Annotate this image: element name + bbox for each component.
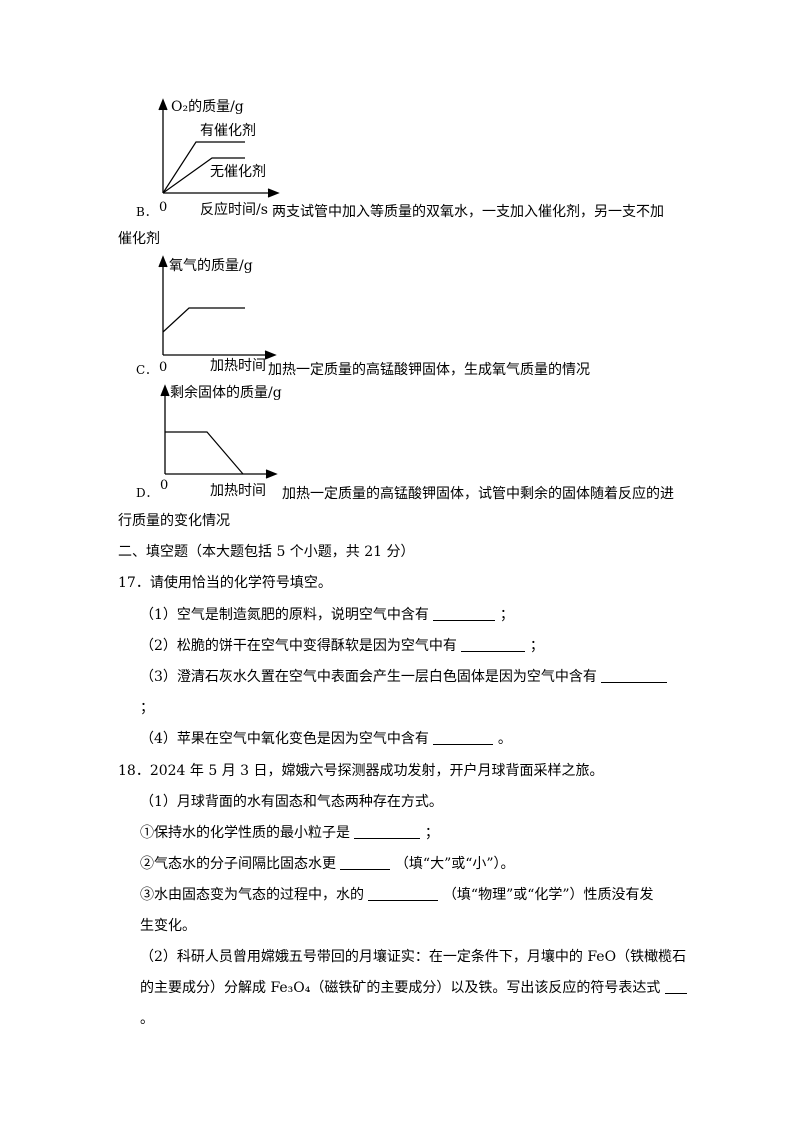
q18-sub3: ③水由固态变为气态的过程中，水的 （填“物理”或“化学”）性质没有发 [140, 884, 654, 904]
q17-stem: 17．请使用恰当的化学符号填空。 [118, 575, 332, 591]
option-c-letter: C． [136, 363, 158, 377]
q17-part3: （3）澄清石灰水久置在空气中表面会产生一层白色固体是因为空气中含有 [140, 666, 668, 686]
q17-part2-text: （2）松脆的饼干在空气中变得酥软是因为空气中有 [140, 638, 457, 654]
q17-part1-text: （1）空气是制造氮肥的原料，说明空气中含有 [140, 607, 429, 623]
q18-part2-text: 的主要成分）分解成 Fe₃O₄（磁铁矿的主要成分）以及铁。写出该反应的符号表达式 [140, 980, 661, 996]
q18-answer-blank-1[interactable] [354, 824, 421, 839]
q18-sub1-end: ； [424, 825, 439, 841]
q17-part1: （1）空气是制造氮肥的原料，说明空气中含有 ； [140, 604, 514, 624]
graph-b-ylabel: O₂的质量/g [171, 99, 244, 115]
graph-b-axes [158, 98, 280, 198]
graph-c-origin: 0 [159, 360, 167, 375]
option-d-letter: D． [136, 486, 158, 500]
graph-d-xlabel: 加热时间 [210, 483, 266, 499]
q18-part2-line2: 的主要成分）分解成 Fe₃O₄（磁铁矿的主要成分）以及铁。写出该反应的符号表达式 [140, 977, 687, 997]
graph-b-origin: 0 [159, 200, 167, 215]
q18-sub2: ②气态水的分子间隔比固态水更 （填“大”或“小”）。 [140, 853, 515, 873]
q17-part4-end: 。 [497, 731, 512, 747]
graph-d-ylabel: 剩余固体的质量/g [170, 384, 282, 401]
q17-answer-blank-3[interactable] [601, 668, 668, 683]
graph-c-ylabel: 氧气的质量/g [169, 258, 253, 274]
option-b-text: 两支试管中加入等质量的双氧水，一支加入催化剂，另一支不加 [272, 204, 664, 220]
q18-sub2-text: ②气态水的分子间隔比固态水更 [140, 856, 336, 872]
q17-part4-text: （4）苹果在空气中氧化变色是因为空气中含有 [140, 731, 429, 747]
q17-part4: （4）苹果在空气中氧化变色是因为空气中含有 。 [140, 728, 512, 748]
q18-answer-blank-3[interactable] [368, 886, 439, 901]
q17-answer-blank-1[interactable] [433, 606, 496, 621]
graph-d-axes [160, 384, 278, 479]
graph-b-line-no-catalyst [162, 157, 245, 194]
q18-part1: （1）月球背面的水有固态和气态两种存在方式。 [140, 794, 443, 810]
q18-answer-blank-4[interactable] [664, 979, 687, 994]
q18-sub3-text: ③水由固态变为气态的过程中，水的 [140, 887, 364, 903]
graph-b-line-catalyst [162, 141, 245, 194]
graph-b-series-1-label: 有催化剂 [200, 123, 256, 139]
q18-sub3-end: （填“物理”或“化学”）性质没有发 [442, 887, 654, 903]
q17-part2: （2）松脆的饼干在空气中变得酥软是因为空气中有 ； [140, 635, 544, 655]
graph-c-axes [158, 255, 277, 360]
graph-c-line [162, 307, 245, 333]
option-d-text: 加热一定质量的高锰酸钾固体，试管中剩余的固体随着反应的进 [282, 486, 674, 502]
option-b-text-cont: 催化剂 [118, 231, 160, 247]
q18-stem: 18．2024 年 5 月 3 日，嫦娥六号探测器成功发射，开户月球背面采样之旅… [118, 763, 604, 779]
graph-b-xlabel: 反应时间/s [200, 202, 268, 218]
section-heading: 二、填空题（本大题包括 5 个小题，共 21 分） [118, 544, 415, 560]
q18-part2-line1: （2）科研人员曾用嫦娥五号带回的月壤证实：在一定条件下，月壤中的 FeO（铁橄榄… [140, 949, 687, 965]
q18-sub1-text: ①保持水的化学性质的最小粒子是 [140, 825, 350, 841]
graph-d-origin: 0 [160, 478, 168, 493]
q17-part1-end: ； [499, 607, 514, 623]
option-b-letter: B． [136, 205, 157, 219]
graph-b-series-2-label: 无催化剂 [210, 164, 266, 180]
q17-part2-end: ； [529, 638, 544, 654]
q17-part3-end: ； [140, 700, 154, 716]
q18-sub2-end: （填“大”或“小”）。 [394, 856, 515, 872]
q17-part3-text: （3）澄清石灰水久置在空气中表面会产生一层白色固体是因为空气中含有 [140, 669, 597, 685]
q18-answer-blank-2[interactable] [340, 855, 391, 870]
q18-sub3-cont: 生变化。 [140, 918, 196, 934]
graph-c-xlabel: 加热时间 [210, 358, 266, 374]
q17-answer-blank-2[interactable] [461, 637, 526, 652]
graph-d-line [165, 431, 244, 475]
q17-answer-blank-4[interactable] [433, 730, 494, 745]
option-d-text-cont: 行质量的变化情况 [118, 513, 230, 529]
q18-part2-end: 。 [140, 1011, 154, 1027]
q18-sub1: ①保持水的化学性质的最小粒子是 ； [140, 822, 439, 842]
option-c-text: 加热一定质量的高锰酸钾固体，生成氧气质量的情况 [268, 362, 590, 378]
